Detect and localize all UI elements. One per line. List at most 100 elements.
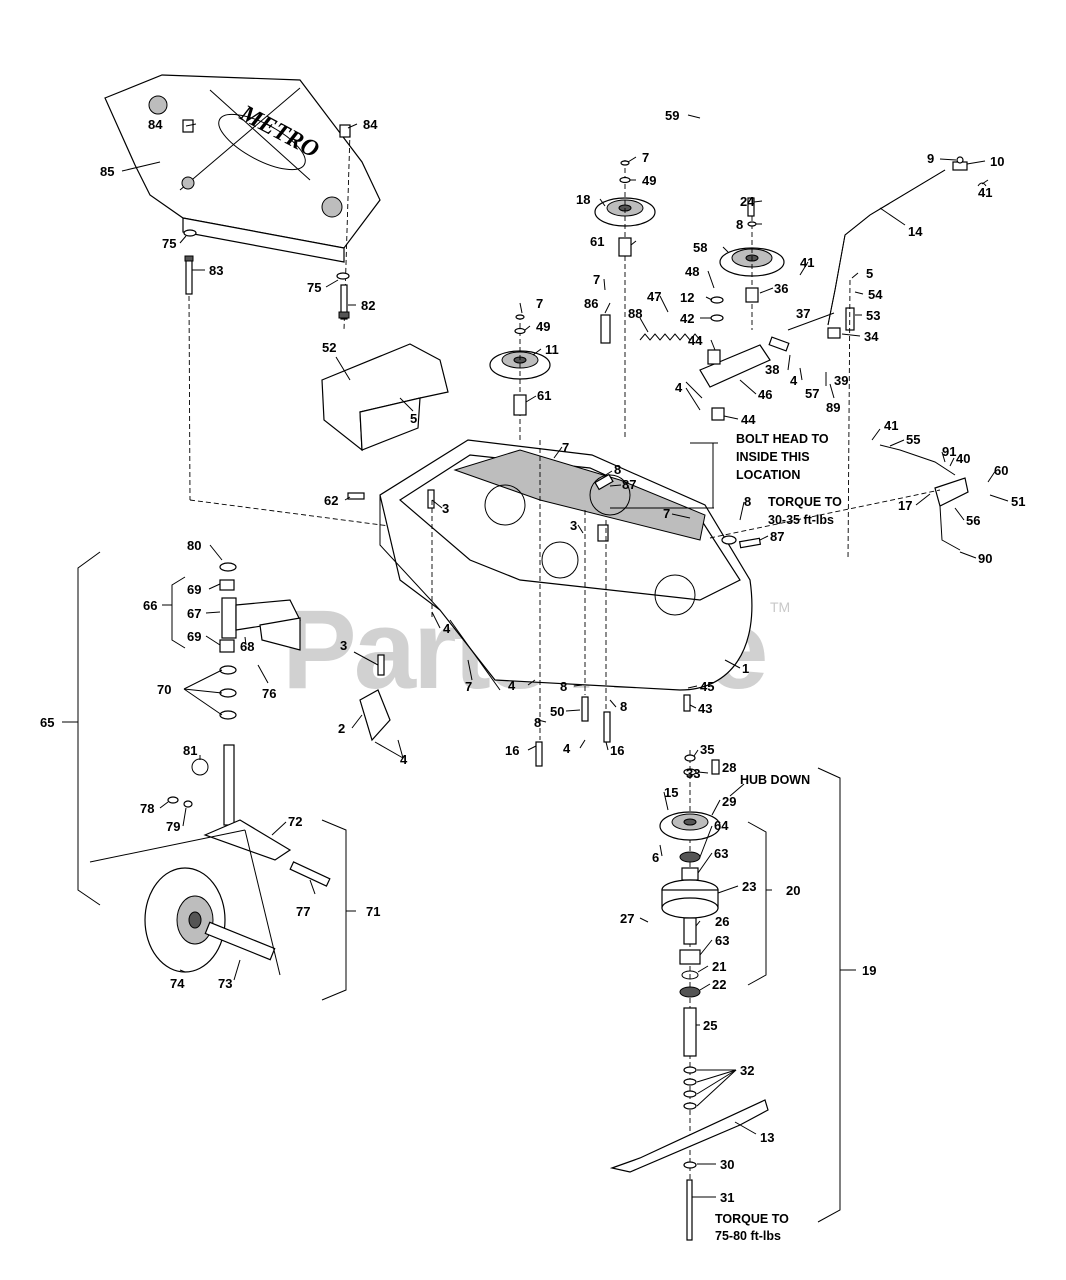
nut-35[interactable] — [684, 754, 696, 762]
callout-label: 63 — [714, 846, 728, 861]
baffle-2[interactable] — [359, 654, 391, 742]
washer-49[interactable] — [619, 176, 631, 184]
washer-42[interactable] — [710, 314, 724, 322]
washer-79[interactable] — [183, 800, 193, 808]
cover-bolt-82[interactable] — [338, 284, 350, 320]
bracket-38[interactable] — [768, 336, 790, 352]
callout-label: 25 — [703, 1018, 717, 1033]
callout-label: 78 — [140, 801, 154, 816]
callout-label: 84 — [148, 117, 163, 132]
callout-label: 46 — [758, 387, 772, 402]
callout-label: 8 — [744, 494, 751, 509]
deck-cover[interactable]: METRO — [104, 74, 381, 263]
washer-49[interactable] — [514, 327, 526, 335]
washer-33[interactable] — [683, 768, 697, 776]
callout-label: 52 — [322, 340, 336, 355]
idler-arm-46[interactable] — [699, 344, 771, 388]
washer-8[interactable] — [747, 221, 757, 227]
washer-75[interactable] — [336, 272, 350, 280]
callout-label: 66 — [143, 598, 157, 613]
callout-label: 4 — [443, 621, 451, 636]
callout-label: 17 — [898, 498, 912, 513]
pin-9[interactable] — [956, 156, 964, 164]
nut-7[interactable] — [515, 314, 525, 320]
caster-stack[interactable] — [219, 562, 237, 720]
bearing-63[interactable] — [679, 949, 701, 965]
rod-55[interactable] — [879, 444, 956, 476]
deck-bolts[interactable] — [535, 694, 691, 767]
callout-label: 53 — [866, 308, 880, 323]
spindle-housing-23[interactable] — [661, 879, 719, 919]
callout-label: 50 — [550, 704, 564, 719]
belt-shield-52[interactable] — [321, 343, 449, 452]
callout-label: 85 — [100, 164, 114, 179]
bolt-62[interactable] — [347, 492, 365, 500]
bracket-34[interactable] — [827, 327, 841, 339]
spindle-pulley-29[interactable] — [659, 811, 721, 841]
bracket-65 — [77, 551, 101, 906]
callout-label: 30 — [720, 1157, 734, 1172]
callout-label: 90 — [978, 551, 992, 566]
nut-7[interactable] — [620, 160, 630, 166]
callout-label: 81 — [183, 743, 197, 758]
bolt-3[interactable] — [427, 489, 435, 509]
bearing-63[interactable] — [681, 867, 699, 881]
callout-label: 4 — [675, 380, 683, 395]
callout-label: 55 — [906, 432, 920, 447]
spacer-26[interactable] — [683, 917, 697, 945]
spring-88[interactable] — [639, 333, 701, 341]
callout-label: 51 — [1011, 494, 1025, 509]
bolt-77[interactable] — [289, 861, 331, 887]
washer-30[interactable] — [683, 1161, 697, 1169]
bracket-56[interactable] — [934, 477, 969, 551]
callout-label: 48 — [685, 264, 699, 279]
stud-53[interactable] — [845, 307, 855, 331]
callout-label: 86 — [584, 296, 598, 311]
caster-wheel-74[interactable] — [144, 867, 226, 973]
spacer-61[interactable] — [513, 394, 527, 416]
spacer-61[interactable] — [618, 237, 632, 257]
svg-text:TORQUE TO: TORQUE TO — [715, 1212, 789, 1226]
washer-75[interactable] — [183, 229, 197, 237]
key-28[interactable] — [711, 759, 720, 775]
snap-ring-21[interactable] — [681, 970, 699, 980]
clip-41[interactable] — [977, 182, 987, 187]
callout-label: 39 — [834, 373, 848, 388]
callout-label: 6 — [652, 850, 659, 865]
callout-label: 31 — [720, 1190, 734, 1205]
seal-22[interactable] — [679, 986, 701, 998]
caster-arm-67[interactable] — [221, 597, 301, 651]
control-rod[interactable] — [827, 161, 968, 326]
bolt-87[interactable] — [738, 537, 762, 549]
bolt-31[interactable] — [686, 1179, 693, 1241]
drive-belt[interactable] — [660, 43, 925, 181]
washer-8[interactable] — [721, 535, 737, 545]
callout-label: 14 — [908, 224, 923, 239]
callout-label: 26 — [715, 914, 729, 929]
caster-fork-72[interactable] — [203, 744, 292, 861]
washers-32[interactable] — [683, 1066, 697, 1110]
nut-78[interactable] — [167, 796, 179, 804]
bolt-24[interactable] — [747, 197, 755, 217]
note-torque-blade: TORQUE TO 75-80 ft-lbs — [715, 1212, 789, 1243]
shaft-25[interactable] — [683, 1007, 697, 1057]
spacer-86-lower[interactable] — [597, 524, 609, 542]
axle-spacer-73[interactable] — [204, 921, 276, 961]
cover-bolt-83[interactable] — [184, 255, 194, 295]
blade-13[interactable] — [609, 1099, 769, 1173]
bushing-44[interactable] — [711, 407, 725, 421]
seal-64[interactable] — [679, 851, 701, 863]
ring-12[interactable] — [710, 296, 724, 304]
callout-label: 44 — [688, 333, 703, 348]
callout-label: 49 — [536, 319, 550, 334]
callout-label: 27 — [620, 911, 634, 926]
mower-deck[interactable] — [379, 439, 753, 691]
bushing-36[interactable] — [745, 287, 759, 303]
pin-81[interactable] — [191, 758, 209, 776]
callout-label: 2 — [338, 721, 345, 736]
bolt-87[interactable] — [594, 473, 614, 491]
callout-label: 91 — [942, 444, 956, 459]
spacer-86[interactable] — [600, 314, 611, 344]
callout-label: 11 — [545, 342, 559, 357]
callout-label: 34 — [864, 329, 879, 344]
